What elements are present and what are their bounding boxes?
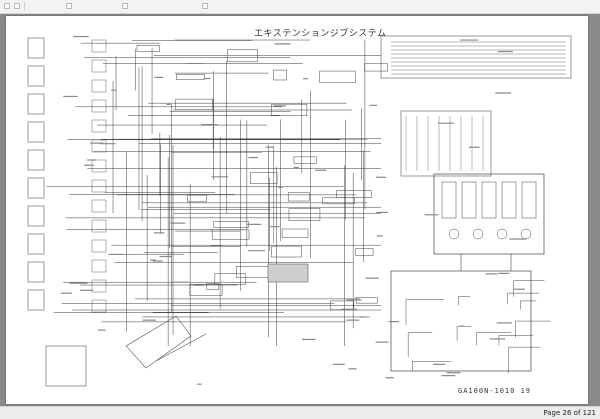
terminal-strip [91,39,107,53]
component-box [214,273,246,285]
component-box [273,69,287,81]
mechanical-detail [45,345,87,387]
component-box [175,98,213,110]
valve-stack [433,173,545,255]
connector-block [27,37,45,59]
component-box [336,190,372,198]
component-box [293,156,317,164]
connector-block [27,65,45,87]
component-box [319,70,356,83]
connector-block [27,149,45,171]
component-box [227,49,258,63]
toolbar-rotate-icon[interactable] [202,3,208,9]
component-box [176,74,205,80]
pressure-gauge [448,228,460,240]
terminal-strip [91,259,107,273]
page-indicator: Page 26 of 121 [543,409,596,417]
pressure-gauge [496,228,508,240]
terminal-strip [91,119,107,133]
component-box [250,172,278,184]
toolbar-open-icon[interactable] [4,3,10,9]
component-box [271,103,308,117]
component-box [206,283,220,290]
pressure-gauge [520,228,532,240]
valve-spool [441,181,457,219]
status-bar: Page 26 of 121 [0,406,600,419]
connector-block [27,233,45,255]
component-box [287,192,310,202]
valve-spool [461,181,477,219]
terminal-strip [91,159,107,173]
component-box [322,197,355,205]
component-box [189,284,223,296]
component-box [136,45,160,52]
connector-block [27,261,45,283]
component-box [187,194,207,203]
terminal-strip [91,59,107,73]
connector-block [27,93,45,115]
viewer-toolbar [0,0,600,14]
toolbar-print-icon[interactable] [14,3,20,9]
component-box [364,63,388,72]
hydraulic-circuit [390,270,532,372]
document-viewport[interactable]: エキステンションジブシステム GA100N-1010 19 [0,14,600,406]
toolbar-zoom-icon[interactable] [66,3,72,9]
component-box [355,248,374,256]
terminal-strip [91,279,107,293]
control-block [400,110,492,177]
toolbar-fit-icon[interactable] [122,3,128,9]
document-page: エキステンションジブシステム GA100N-1010 19 [6,16,588,404]
terminal-strip [91,299,107,313]
terminal-strip [91,199,107,213]
component-box [211,229,250,240]
terminal-strip [91,239,107,253]
connector-block [27,205,45,227]
component-box [213,221,249,228]
toolbar-separator [24,2,25,11]
terminal-strip [91,99,107,113]
boom-sketch [125,315,192,369]
valve-spool [521,181,537,219]
component-box [271,245,302,258]
terminal-strip [91,79,107,93]
relay-block [267,263,309,283]
pressure-gauge [472,228,484,240]
terminal-strip [91,219,107,233]
terminal-strip [91,139,107,153]
terminal-strip [91,179,107,193]
diagram-title: エキステンションジブシステム [254,29,387,39]
connector-block [27,121,45,143]
hydraulic-schematic [27,35,572,387]
boom-sketch [155,333,207,362]
valve-spool [501,181,517,219]
connector-block [27,177,45,199]
component-box [281,228,309,238]
valve-spool [481,181,497,219]
connector-block [27,289,45,311]
right-panel [380,35,572,79]
component-box [288,208,321,221]
drawing-number: GA100N-1010 19 [458,387,532,395]
